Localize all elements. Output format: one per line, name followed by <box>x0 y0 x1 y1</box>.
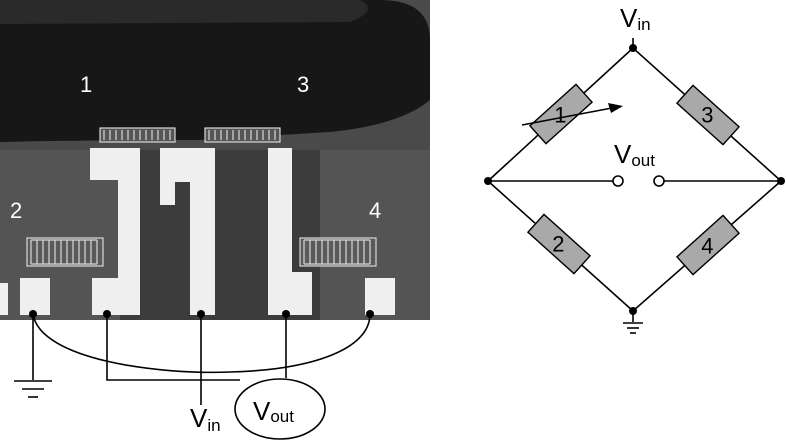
photo-vin-label: Vin <box>190 403 221 435</box>
vout-left-wire <box>106 314 240 381</box>
photo-gauge-label-3: 3 <box>297 72 309 97</box>
photo-gauge-label-1: 1 <box>80 72 92 97</box>
resistor-4: 4 <box>675 214 741 276</box>
bridge-wires <box>487 38 782 322</box>
beam-dark-region <box>0 0 430 142</box>
resistor-4-label: 4 <box>701 234 713 259</box>
bridge-nodes <box>484 44 785 315</box>
lead-pads <box>0 148 395 315</box>
variable-resistor-arrow <box>521 103 623 126</box>
photo-gauge-label-4: 4 <box>369 198 381 223</box>
resistor-2-label: 2 <box>552 231 564 256</box>
resistor-2: 2 <box>526 213 592 275</box>
photo-wiring <box>32 313 371 405</box>
photo-ground-symbol <box>14 380 52 398</box>
wheatstone-bridge: 1 3 2 4 <box>484 3 785 334</box>
bridge-ground-symbol <box>623 322 643 334</box>
resistor-3-label: 3 <box>701 102 713 127</box>
resistor-1: 1 <box>528 83 594 145</box>
vout-terminals <box>612 175 665 187</box>
vout-meter-ellipse <box>234 378 326 440</box>
gauge-3-grid <box>204 127 281 143</box>
photo-gauge-label-2: 2 <box>10 198 22 223</box>
strain-gauge-photo: 1 3 2 4 <box>0 0 430 320</box>
gauge-4-grid <box>299 237 377 267</box>
beam-highlight <box>0 0 368 24</box>
gauge-arc-wire <box>32 313 371 374</box>
photo-junction-dots <box>29 310 374 318</box>
resistor-3: 3 <box>675 84 741 146</box>
bridge-vin-label: Vin <box>620 3 651 34</box>
resistor-1-label: 1 <box>554 103 566 128</box>
gauge-2-grid <box>26 237 104 267</box>
gauge-1-grid <box>99 127 176 143</box>
bridge-vout-label: Vout <box>614 139 655 170</box>
photo-vout-label: Vout <box>253 396 294 426</box>
